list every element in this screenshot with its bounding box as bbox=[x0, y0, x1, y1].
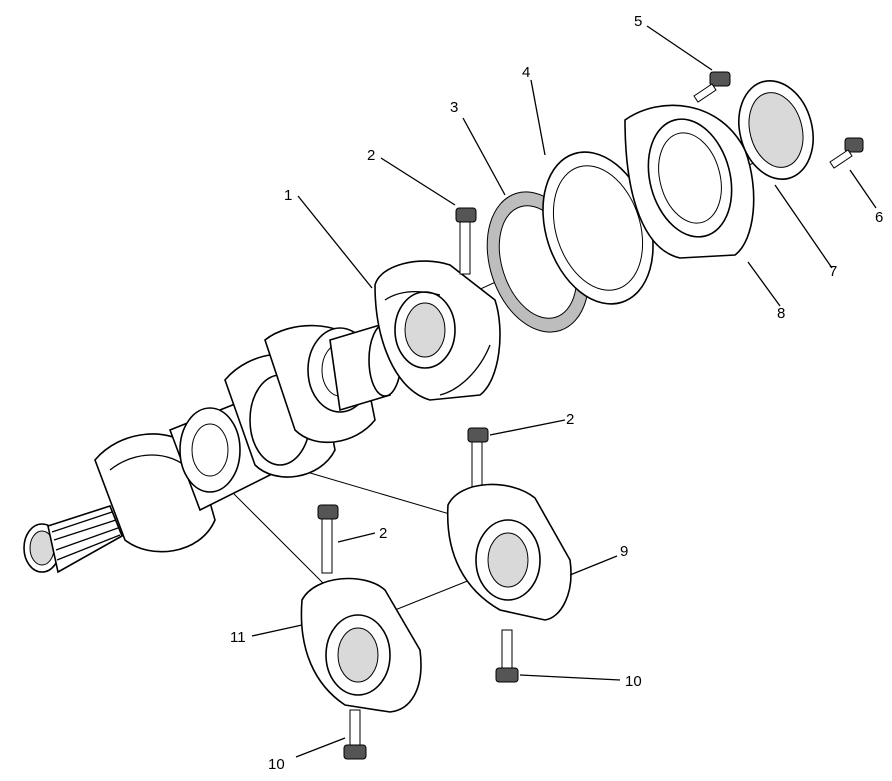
callout-8: 8 bbox=[777, 305, 785, 322]
callout-2-middle: 2 bbox=[566, 411, 574, 428]
bolt-10-left bbox=[343, 709, 367, 760]
bolt-2-lower bbox=[317, 504, 339, 574]
bolt-2-top bbox=[455, 207, 477, 275]
callout-labels: 1 2 2 2 3 4 5 6 7 8 9 10 10 11 bbox=[230, 13, 883, 773]
callout-9: 9 bbox=[620, 543, 628, 560]
callout-3: 3 bbox=[450, 99, 458, 116]
bearing-holder-11 bbox=[300, 577, 422, 713]
callout-5: 5 bbox=[634, 13, 642, 30]
bearing-holder-9 bbox=[446, 483, 572, 621]
bolt-10-right bbox=[495, 629, 519, 683]
callout-10-left: 10 bbox=[268, 756, 285, 773]
callout-4: 4 bbox=[522, 64, 530, 81]
oil-seal-7 bbox=[738, 80, 814, 180]
callout-6: 6 bbox=[875, 209, 883, 226]
callout-7: 7 bbox=[829, 263, 837, 280]
callout-2-top: 2 bbox=[367, 147, 375, 164]
bolt-5 bbox=[693, 71, 731, 103]
callout-2-lower: 2 bbox=[379, 525, 387, 542]
leader-lines bbox=[251, 25, 877, 758]
callout-1: 1 bbox=[284, 187, 292, 204]
callout-11: 11 bbox=[230, 629, 246, 646]
bearing-holder-1 bbox=[374, 260, 501, 401]
callout-10-right: 10 bbox=[625, 673, 642, 690]
crankshaft bbox=[23, 323, 402, 574]
bolt-6 bbox=[829, 137, 864, 169]
seal-housing-8 bbox=[624, 104, 755, 259]
gasket-4 bbox=[542, 151, 654, 305]
